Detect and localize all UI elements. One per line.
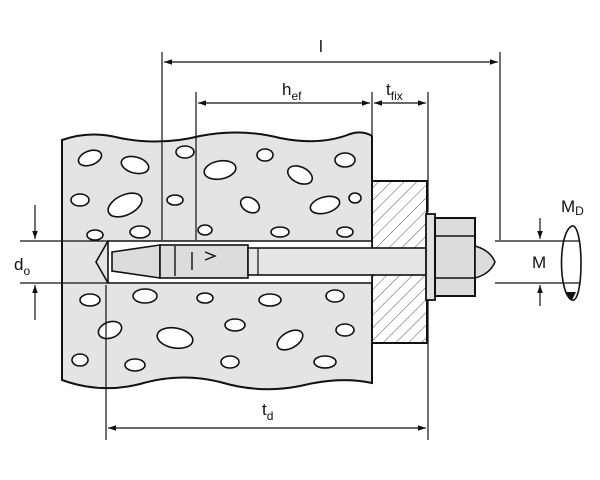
dimension-lines xyxy=(20,52,580,440)
label-m: M xyxy=(532,253,546,272)
label-hef: hef xyxy=(282,80,302,103)
concrete-aggregate xyxy=(70,145,362,372)
label-l: l xyxy=(319,37,323,56)
label-tfix: tfix xyxy=(386,80,403,103)
label-td: td xyxy=(262,400,273,423)
torque-arrow-icon xyxy=(560,225,582,301)
label-md: MD xyxy=(561,197,584,218)
washer-and-nut xyxy=(425,213,496,301)
anchor-bolt xyxy=(111,244,429,279)
label-d0: do xyxy=(14,255,30,278)
